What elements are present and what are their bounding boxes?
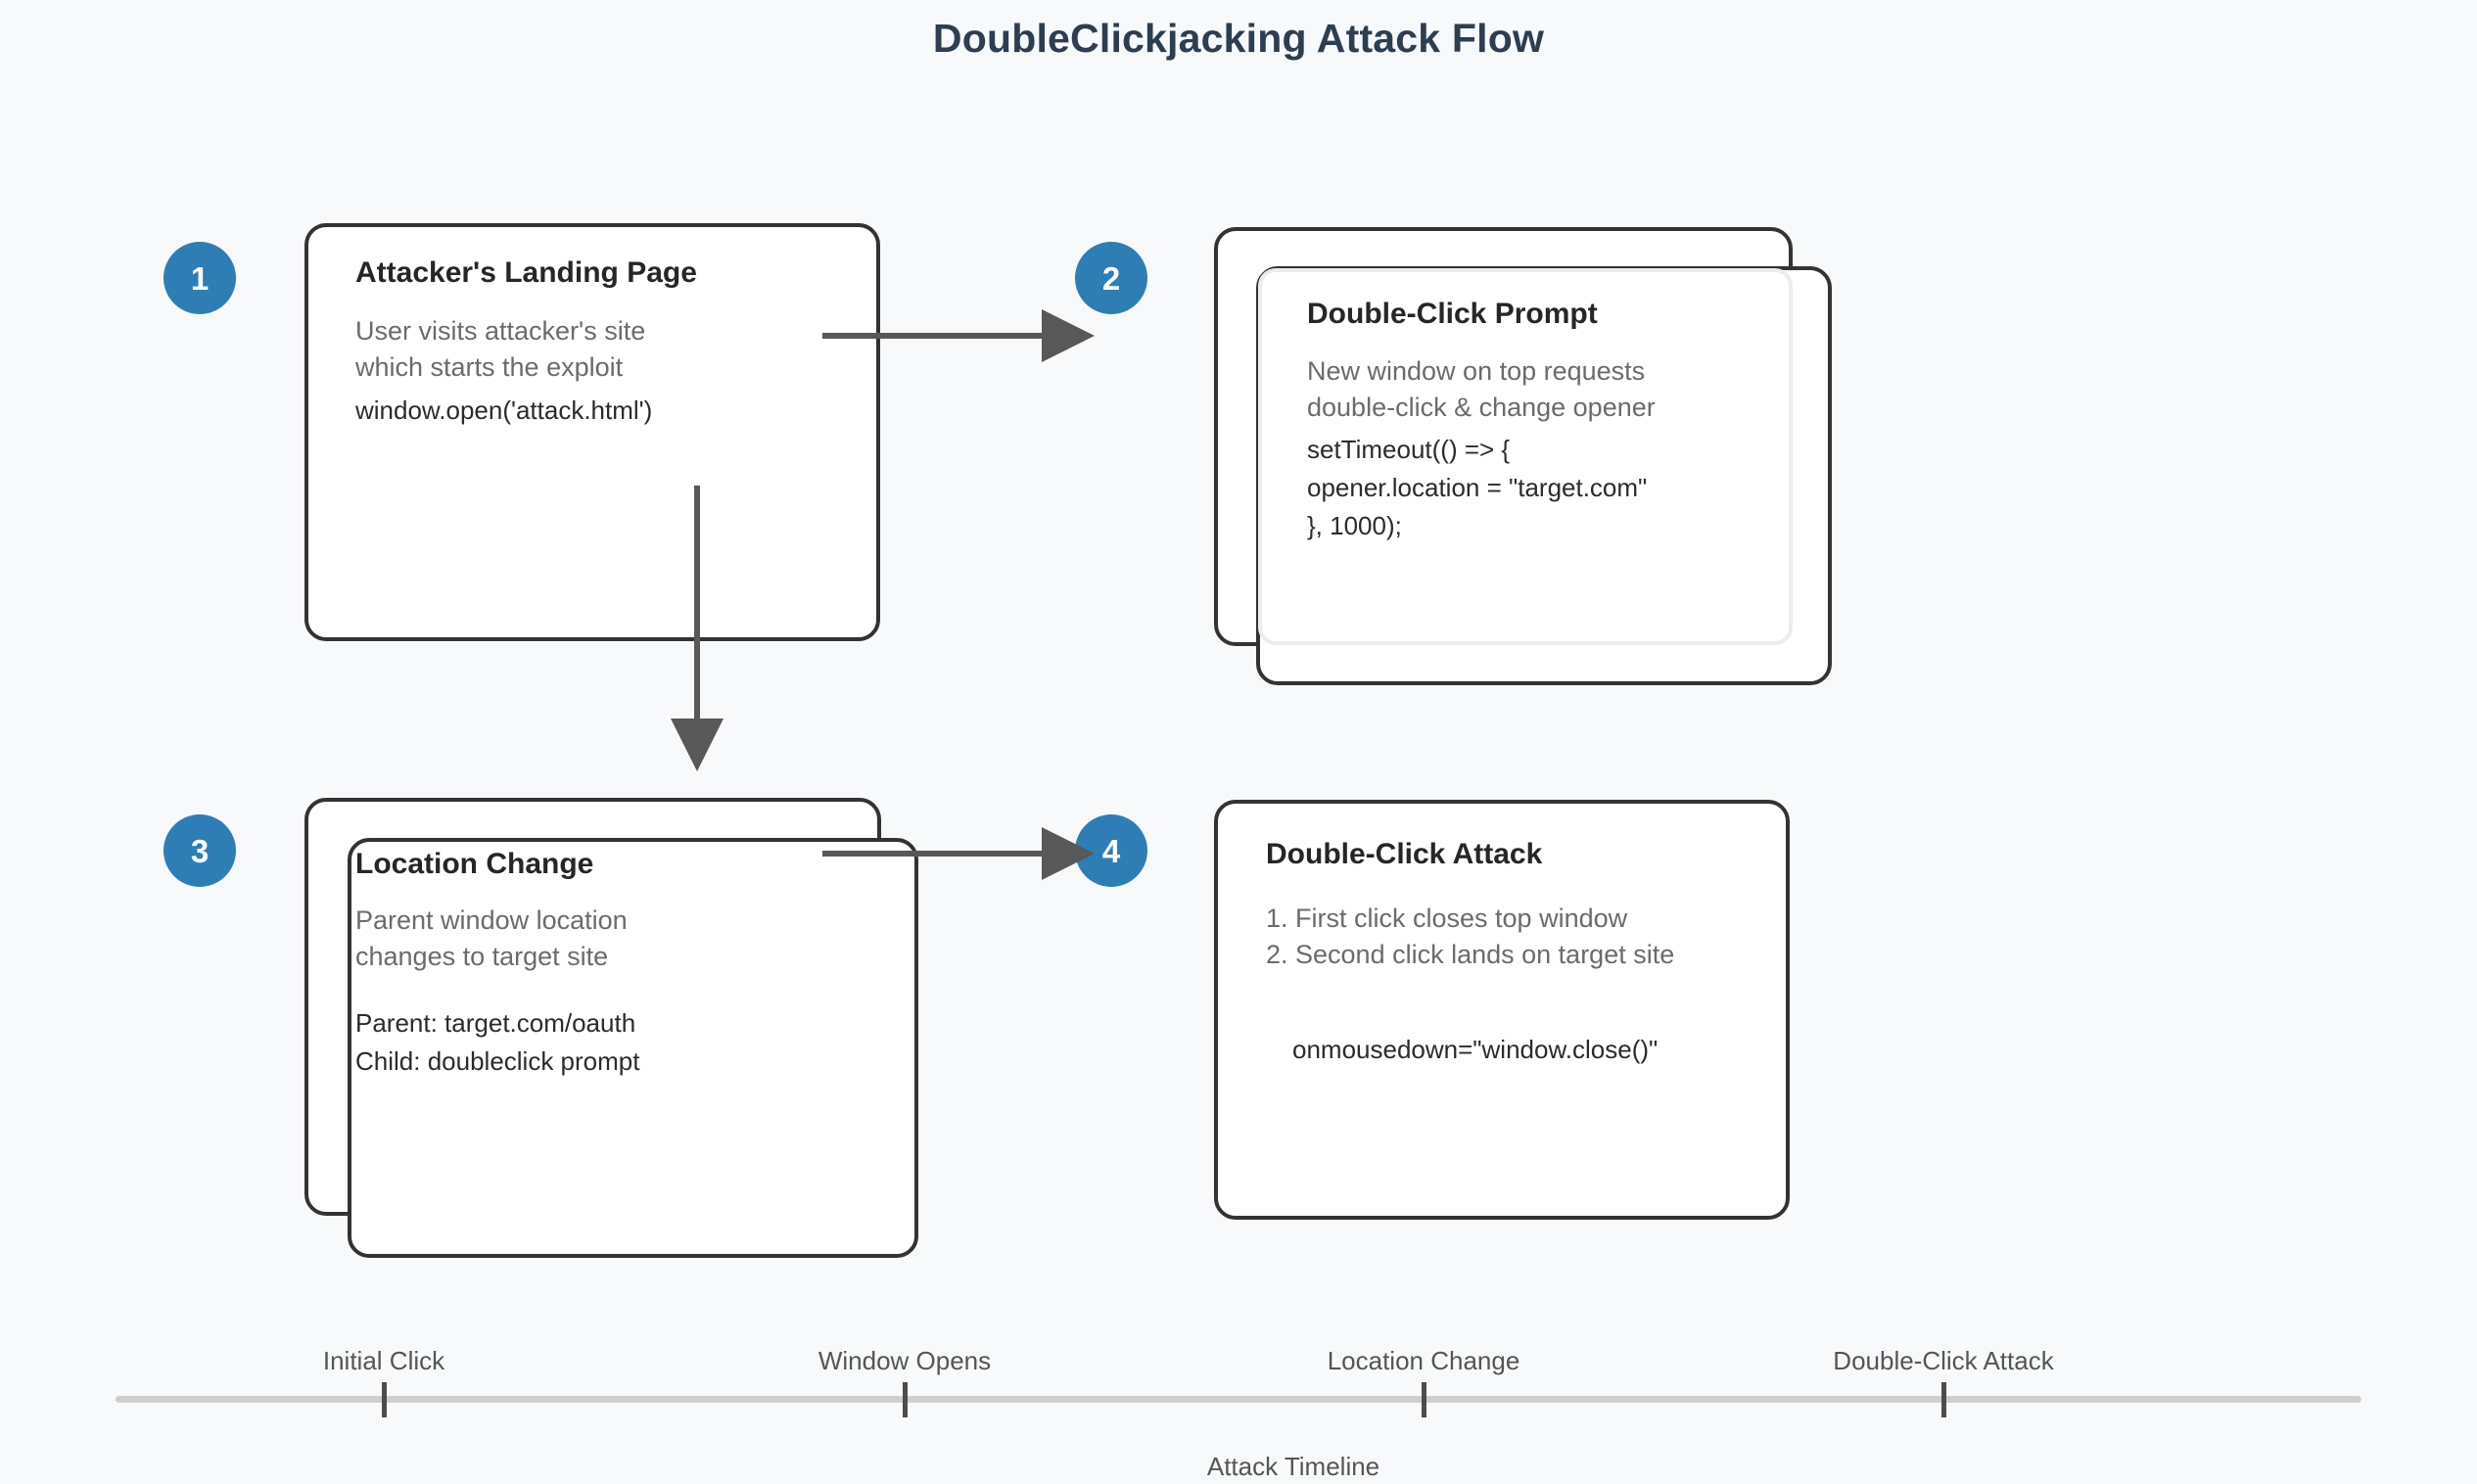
step-card-4-code: onmousedown="window.close()": [1292, 1035, 1659, 1064]
step-card-1-description: User visits attacker's site which starts…: [355, 316, 646, 382]
timeline-label-3: Location Change: [1327, 1346, 1520, 1375]
step-badge-1-number: 1: [190, 259, 210, 297]
step-badge-3: 3: [164, 814, 236, 887]
step-card-3-description: Parent window location changes to target…: [355, 905, 628, 971]
timeline-caption: Attack Timeline: [1206, 1452, 1380, 1481]
step-card-2-code: setTimeout(() => { opener.location = "ta…: [1307, 435, 1648, 540]
timeline-label-1: Initial Click: [322, 1346, 445, 1375]
step-card-1[interactable]: [304, 223, 880, 641]
timeline-label-2: Window Opens: [818, 1346, 992, 1375]
timeline-tick-4: [1941, 1382, 1946, 1417]
step-card-1-title: Attacker's Landing Page: [355, 256, 697, 289]
step-card-2-description: New window on top requests double-click …: [1307, 356, 1656, 422]
step-card-4[interactable]: [1214, 800, 1790, 1220]
step-card-3-code: Parent: target.com/oauth Child: doublecl…: [355, 1008, 640, 1076]
timeline-axis: [116, 1396, 2361, 1403]
step-card-3-front-window[interactable]: [348, 838, 918, 1258]
step-card-2-inner-panel: [1258, 268, 1793, 645]
page-title: DoubleClickjacking Attack Flow: [932, 16, 1545, 61]
step-badge-1: 1: [164, 242, 236, 314]
step-card-2-title: Double-Click Prompt: [1307, 298, 1598, 330]
timeline-tick-3: [1422, 1382, 1426, 1417]
timeline-tick-1: [382, 1382, 387, 1417]
step-badge-2: 2: [1075, 242, 1147, 314]
step-card-1-code: window.open('attack.html'): [355, 395, 653, 425]
step-badge-2-number: 2: [1101, 259, 1121, 297]
step-badge-3-number: 3: [190, 832, 210, 869]
step-card-4-description: 1. First click closes top window 2. Seco…: [1266, 904, 1675, 969]
step-card-4-title: Double-Click Attack: [1266, 838, 1543, 870]
step-card-3-title: Location Change: [355, 848, 594, 880]
timeline-tick-2: [903, 1382, 908, 1417]
step-badge-4: 4: [1075, 814, 1147, 887]
step-badge-4-number: 4: [1101, 832, 1121, 869]
timeline-label-4: Double-Click Attack: [1833, 1346, 2054, 1375]
